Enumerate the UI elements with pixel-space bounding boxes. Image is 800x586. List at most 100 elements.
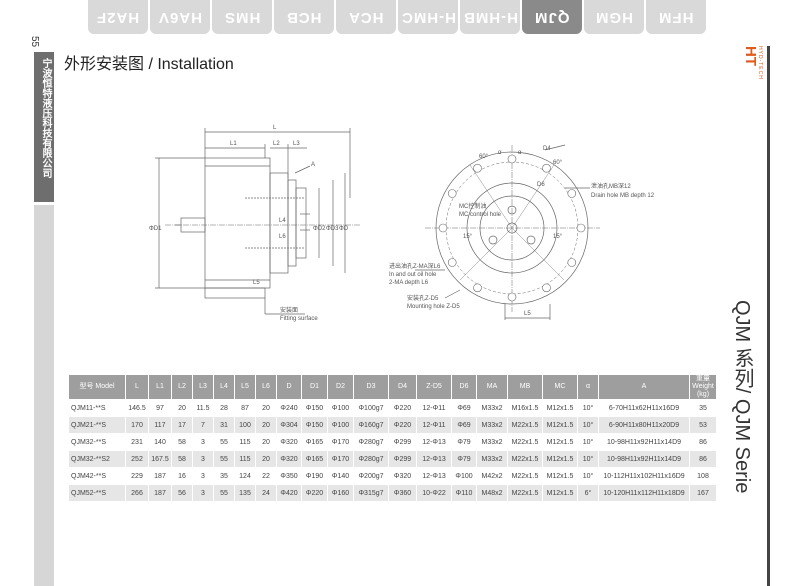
cell: 20 bbox=[171, 399, 193, 417]
col-l: L bbox=[125, 374, 149, 400]
cell: Φ220 bbox=[388, 399, 417, 417]
cell: 10° bbox=[577, 450, 599, 468]
dim-l5: L5 bbox=[253, 280, 260, 286]
cell: QJM21-**S bbox=[68, 416, 126, 434]
cell: Φ200g7 bbox=[353, 467, 389, 485]
cell: 115 bbox=[234, 450, 256, 468]
table-row: QJM21-**S 170 117 17 7 31 100 20 Φ304 Φ1… bbox=[68, 416, 717, 434]
col-l1: L1 bbox=[148, 374, 172, 400]
tab-h-hmc[interactable]: H-HMC bbox=[398, 0, 458, 34]
cell: 11.5 bbox=[192, 399, 214, 417]
drain-hole-cn: 泄油孔MB深12 bbox=[591, 182, 631, 190]
cell: 24 bbox=[255, 484, 277, 502]
tab-ha2f[interactable]: HA2F bbox=[88, 0, 148, 34]
tab-label: HA6V bbox=[157, 8, 202, 26]
company-name: 宁波恒特液压科技有限公司 bbox=[40, 58, 51, 178]
tab-hcb[interactable]: HCB bbox=[274, 0, 334, 34]
tab-hfm[interactable]: HFM bbox=[646, 0, 706, 34]
col-a: A bbox=[598, 374, 690, 400]
dim-l: L bbox=[273, 125, 277, 131]
tab-qjm[interactable]: QJM bbox=[522, 0, 582, 34]
cell: QJM42-**S bbox=[68, 467, 126, 485]
cell: M42x2 bbox=[476, 467, 508, 485]
table-row: QJM52-**S 266 187 56 3 55 135 24 Φ420 Φ2… bbox=[68, 484, 717, 502]
page-number: 55 bbox=[29, 36, 40, 48]
cell: QJM32-**S2 bbox=[68, 450, 126, 468]
tab-label: HMS bbox=[223, 8, 261, 26]
dim-d2: ΦD2 bbox=[313, 226, 326, 232]
dim-d3: ΦD3 bbox=[326, 226, 339, 232]
dim-d: ΦD bbox=[339, 226, 349, 232]
cell: 10° bbox=[577, 399, 599, 417]
table-header-row: 型号 Model L L1 L2 L3 L4 L5 L6 D D1 D2 D3 … bbox=[68, 374, 717, 400]
brand-logo-sub: HYD-TECH bbox=[757, 46, 763, 80]
tab-label: QJM bbox=[534, 8, 570, 26]
cell: 6° bbox=[577, 484, 599, 502]
cell: M22x1.5 bbox=[507, 484, 543, 502]
cell: Φ165 bbox=[301, 450, 328, 468]
cell: M22x1.5 bbox=[507, 416, 543, 434]
cell: Φ160g7 bbox=[353, 416, 389, 434]
cell: 56 bbox=[171, 484, 193, 502]
cell: Φ304 bbox=[276, 416, 302, 434]
cell: QJM32-**S bbox=[68, 433, 126, 451]
side-strip bbox=[34, 205, 54, 586]
cell: Φ280g7 bbox=[353, 433, 389, 451]
col-alpha: α bbox=[577, 374, 599, 400]
table-row: QJM11-**S 146.5 97 20 11.5 28 87 20 Φ240… bbox=[68, 399, 717, 417]
cell: Φ350 bbox=[276, 467, 302, 485]
dim-l6: L6 bbox=[279, 234, 286, 240]
company-strip: 宁波恒特液压科技有限公司 bbox=[34, 52, 54, 202]
tab-label: HCB bbox=[286, 8, 322, 26]
cell: 31 bbox=[213, 416, 235, 434]
cell: Φ100g7 bbox=[353, 399, 389, 417]
cell: Φ280g7 bbox=[353, 450, 389, 468]
tab-hgm[interactable]: HGM bbox=[584, 0, 644, 34]
tab-hca[interactable]: HCA bbox=[336, 0, 396, 34]
tab-label: H-HMC bbox=[400, 8, 456, 26]
cell: M12x1.5 bbox=[542, 416, 578, 434]
cell: Φ220 bbox=[301, 484, 328, 502]
cell: 187 bbox=[148, 467, 172, 485]
cell: Φ170 bbox=[327, 450, 354, 468]
cell: Φ220 bbox=[388, 416, 417, 434]
cell: M22x1.5 bbox=[507, 467, 543, 485]
cell: 10-120H11x112H11x18D9 bbox=[598, 484, 690, 502]
inout-hole-en: In and out oil hole bbox=[389, 272, 437, 278]
cell: 10-98H11x92H11x14D9 bbox=[598, 450, 690, 468]
series-tabs: HA2F HA6V HMS HCB HCA H-HMC H-HMB QJM HG… bbox=[88, 0, 708, 34]
col-l2: L2 bbox=[171, 374, 193, 400]
dim-l3: L3 bbox=[293, 141, 300, 147]
label-l5: L5 bbox=[524, 311, 531, 317]
brand-logo: HT bbox=[742, 46, 759, 66]
cell: 3 bbox=[192, 484, 214, 502]
cell: 10-98H11x92H11x14D9 bbox=[598, 433, 690, 451]
cell: Φ190 bbox=[301, 467, 328, 485]
cell: 146.5 bbox=[125, 399, 149, 417]
cell: Φ79 bbox=[451, 433, 477, 451]
col-d3: D3 bbox=[353, 374, 389, 400]
cell: M12x1.5 bbox=[542, 467, 578, 485]
tab-h-hmb[interactable]: H-HMB bbox=[460, 0, 520, 34]
tab-label: HGM bbox=[595, 8, 633, 26]
cell: 20 bbox=[255, 416, 277, 434]
cell: 124 bbox=[234, 467, 256, 485]
col-weight: 重量 Weight (kg) bbox=[689, 374, 717, 400]
cell: Φ140 bbox=[327, 467, 354, 485]
col-mb: MB bbox=[507, 374, 543, 400]
drain-hole-en: Drain hole MB depth 12 bbox=[591, 193, 655, 199]
cell: 108 bbox=[689, 467, 717, 485]
cell: 10° bbox=[577, 416, 599, 434]
front-view-drawing: 60° α α D4 60° D6 泄油孔MB深12 Drain hole MB… bbox=[389, 144, 655, 320]
tab-ha6v[interactable]: HA6V bbox=[150, 0, 210, 34]
col-z-d5: Z-D5 bbox=[416, 374, 452, 400]
cell: 7 bbox=[192, 416, 214, 434]
cell: Φ320 bbox=[276, 433, 302, 451]
cell: M33x2 bbox=[476, 399, 508, 417]
cell: 6-90H11x80H11x20D9 bbox=[598, 416, 690, 434]
cell: 3 bbox=[192, 450, 214, 468]
cell: M22x1.5 bbox=[507, 433, 543, 451]
tab-label: H-HMB bbox=[462, 8, 518, 26]
tab-hms[interactable]: HMS bbox=[212, 0, 272, 34]
cell: Φ110 bbox=[451, 484, 477, 502]
